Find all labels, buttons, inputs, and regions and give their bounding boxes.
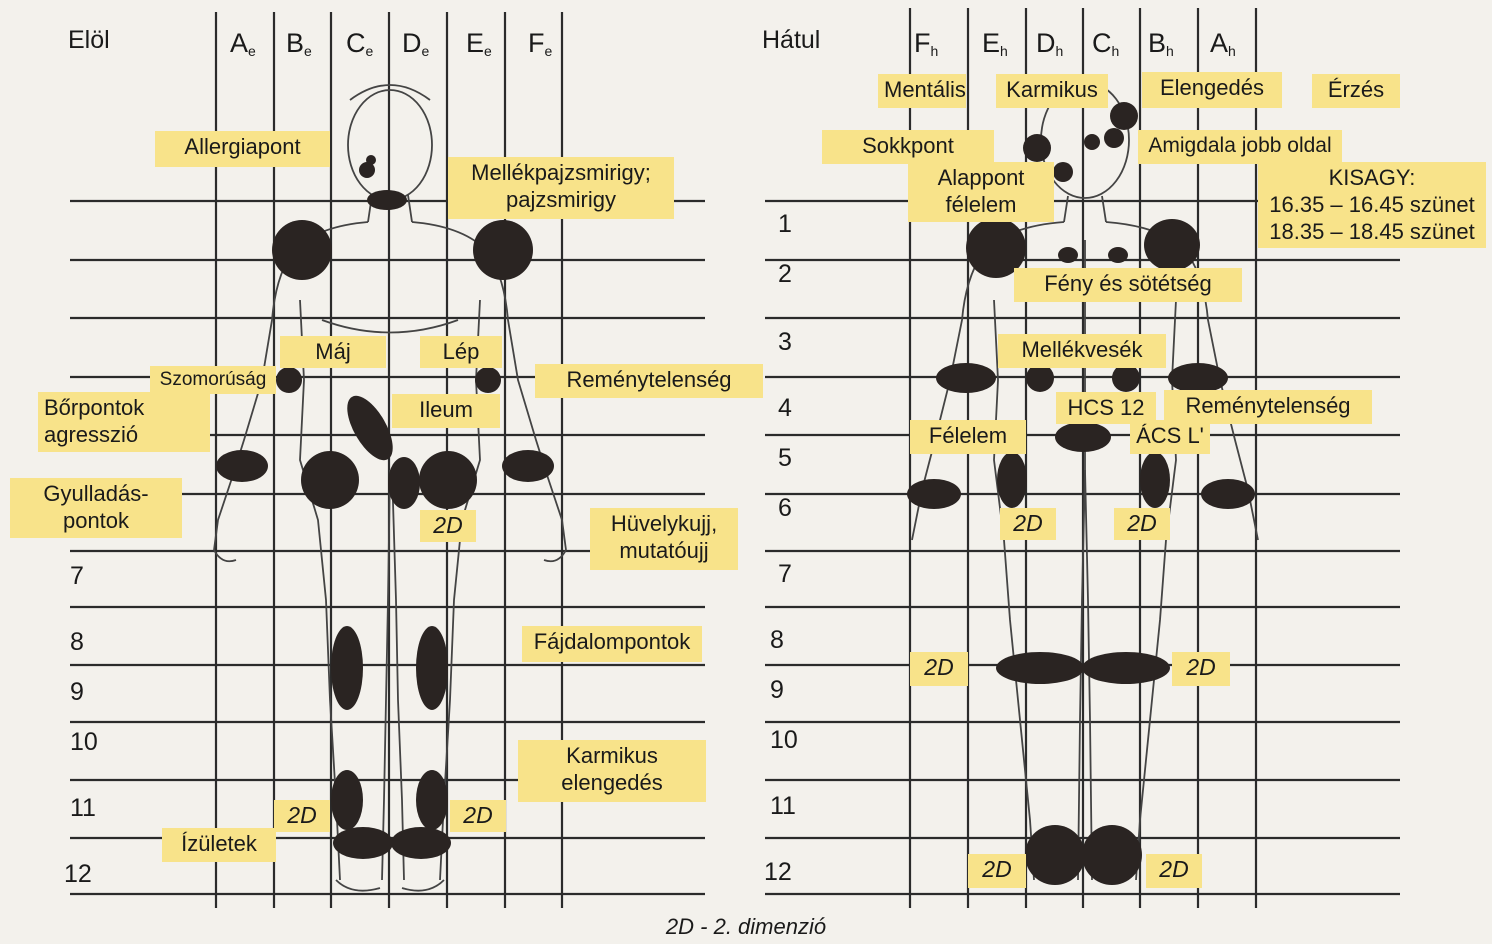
front-col-d: De	[402, 28, 429, 59]
label-acs: ÁCS L'	[1130, 420, 1210, 454]
front-row-11: 11	[70, 794, 96, 823]
label-lep: Lép	[420, 336, 502, 368]
label-allergiapont: Allergiapont	[155, 131, 330, 167]
front-row-12: 12	[64, 860, 92, 889]
back-row-4: 4	[778, 394, 792, 423]
back-col-d: Dh	[1036, 28, 1063, 59]
label-huvelykujj-line1: Hüvelykujj,	[596, 510, 732, 537]
label-borpontok-line1: Bőrpontok	[44, 394, 204, 421]
label-gyulladas-line1: Gyulladás-	[16, 480, 176, 507]
front-2d-marker: 2D	[420, 510, 476, 542]
label-szomorusag: Szomorúság	[150, 366, 276, 394]
front-row-8: 8	[70, 628, 84, 657]
label-kisagy-line2: 16.35 – 16.45 szünet	[1264, 191, 1480, 218]
label-mentalis: Mentális	[878, 74, 966, 108]
label-remenytelenseg-back: Reménytelenség	[1164, 390, 1372, 424]
label-ileum: Ileum	[392, 394, 500, 428]
back-row-5: 5	[778, 444, 792, 473]
back-2d-marker: 2D	[1172, 652, 1230, 686]
caption: 2D - 2. dimenzió	[0, 914, 1492, 940]
label-sokkpont: Sokkpont	[822, 130, 994, 164]
back-2d-marker: 2D	[1000, 508, 1056, 540]
back-col-a: Ah	[1210, 28, 1236, 59]
back-2d-marker: 2D	[910, 652, 968, 686]
front-row-7: 7	[70, 562, 84, 591]
front-2d-marker: 2D	[450, 800, 506, 832]
front-row-9: 9	[70, 678, 84, 707]
back-row-6: 6	[778, 494, 792, 523]
front-col-e: Ee	[466, 28, 492, 59]
label-mellekpajzsmirigy: Mellékpajzsmirigy;pajzsmirigy	[448, 157, 674, 219]
label-feny-es-sotetseg: Fény és sötétség	[1014, 268, 1242, 302]
back-row-12: 12	[764, 858, 792, 887]
label-mellekpajzsmirigy-line1: Mellékpajzsmirigy;	[454, 159, 668, 186]
label-karmikus-line2: elengedés	[524, 769, 700, 796]
label-huvelykujj-mutatoujj: Hüvelykujj,mutatóujj	[590, 508, 738, 570]
label-erzes: Érzés	[1312, 74, 1400, 108]
back-row-8: 8	[770, 626, 784, 655]
back-row-3: 3	[778, 328, 792, 357]
label-kisagy-line3: 18.35 – 18.45 szünet	[1264, 218, 1480, 245]
back-title: Hátul	[762, 26, 820, 55]
label-karmikus-line1: Karmikus	[524, 742, 700, 769]
back-col-e: Eh	[982, 28, 1008, 59]
label-maj: Máj	[280, 336, 386, 368]
label-mellekvesek: Mellékvesék	[998, 334, 1166, 368]
label-gyulladas-line2: pontok	[16, 507, 176, 534]
back-row-9: 9	[770, 676, 784, 705]
label-alappont-line2: félelem	[914, 191, 1048, 218]
back-row-7: 7	[778, 560, 792, 589]
front-row-10: 10	[70, 728, 98, 757]
label-remenytelenseg-front: Reménytelenség	[535, 364, 763, 398]
back-row-10: 10	[770, 726, 798, 755]
label-felelem: Félelem	[910, 420, 1026, 454]
label-kisagy-line1: KISAGY:	[1264, 164, 1480, 191]
back-2d-marker: 2D	[1146, 854, 1202, 888]
back-row-2: 2	[778, 260, 792, 289]
back-row-11: 11	[770, 792, 796, 821]
label-huvelykujj-line2: mutatóujj	[596, 537, 732, 564]
back-row-1: 1	[778, 210, 792, 239]
label-alappont-line1: Alappont	[914, 164, 1048, 191]
front-2d-marker: 2D	[274, 800, 330, 832]
label-borpontok-line2: agresszió	[44, 421, 204, 448]
label-gyulladaspontok: Gyulladás-pontok	[10, 478, 182, 538]
front-col-c: Ce	[346, 28, 373, 59]
label-izuletek: Ízületek	[162, 828, 276, 862]
back-2d-marker: 2D	[968, 854, 1026, 888]
label-karmikus-back: Karmikus	[996, 74, 1108, 108]
back-col-f: Fh	[914, 28, 938, 59]
label-fajdalompontok: Fájdalompontok	[522, 626, 702, 662]
label-mellekpajzsmirigy-line2: pajzsmirigy	[454, 186, 668, 213]
front-col-b: Be	[286, 28, 312, 59]
label-amigdala: Amigdala jobb oldal	[1138, 130, 1342, 164]
front-col-a: Ae	[230, 28, 256, 59]
label-elengedes: Elengedés	[1142, 72, 1282, 108]
back-2d-marker: 2D	[1114, 508, 1170, 540]
back-col-b: Bh	[1148, 28, 1174, 59]
front-col-f: Fe	[528, 28, 552, 59]
back-col-c: Ch	[1092, 28, 1119, 59]
front-title: Elöl	[68, 26, 110, 55]
